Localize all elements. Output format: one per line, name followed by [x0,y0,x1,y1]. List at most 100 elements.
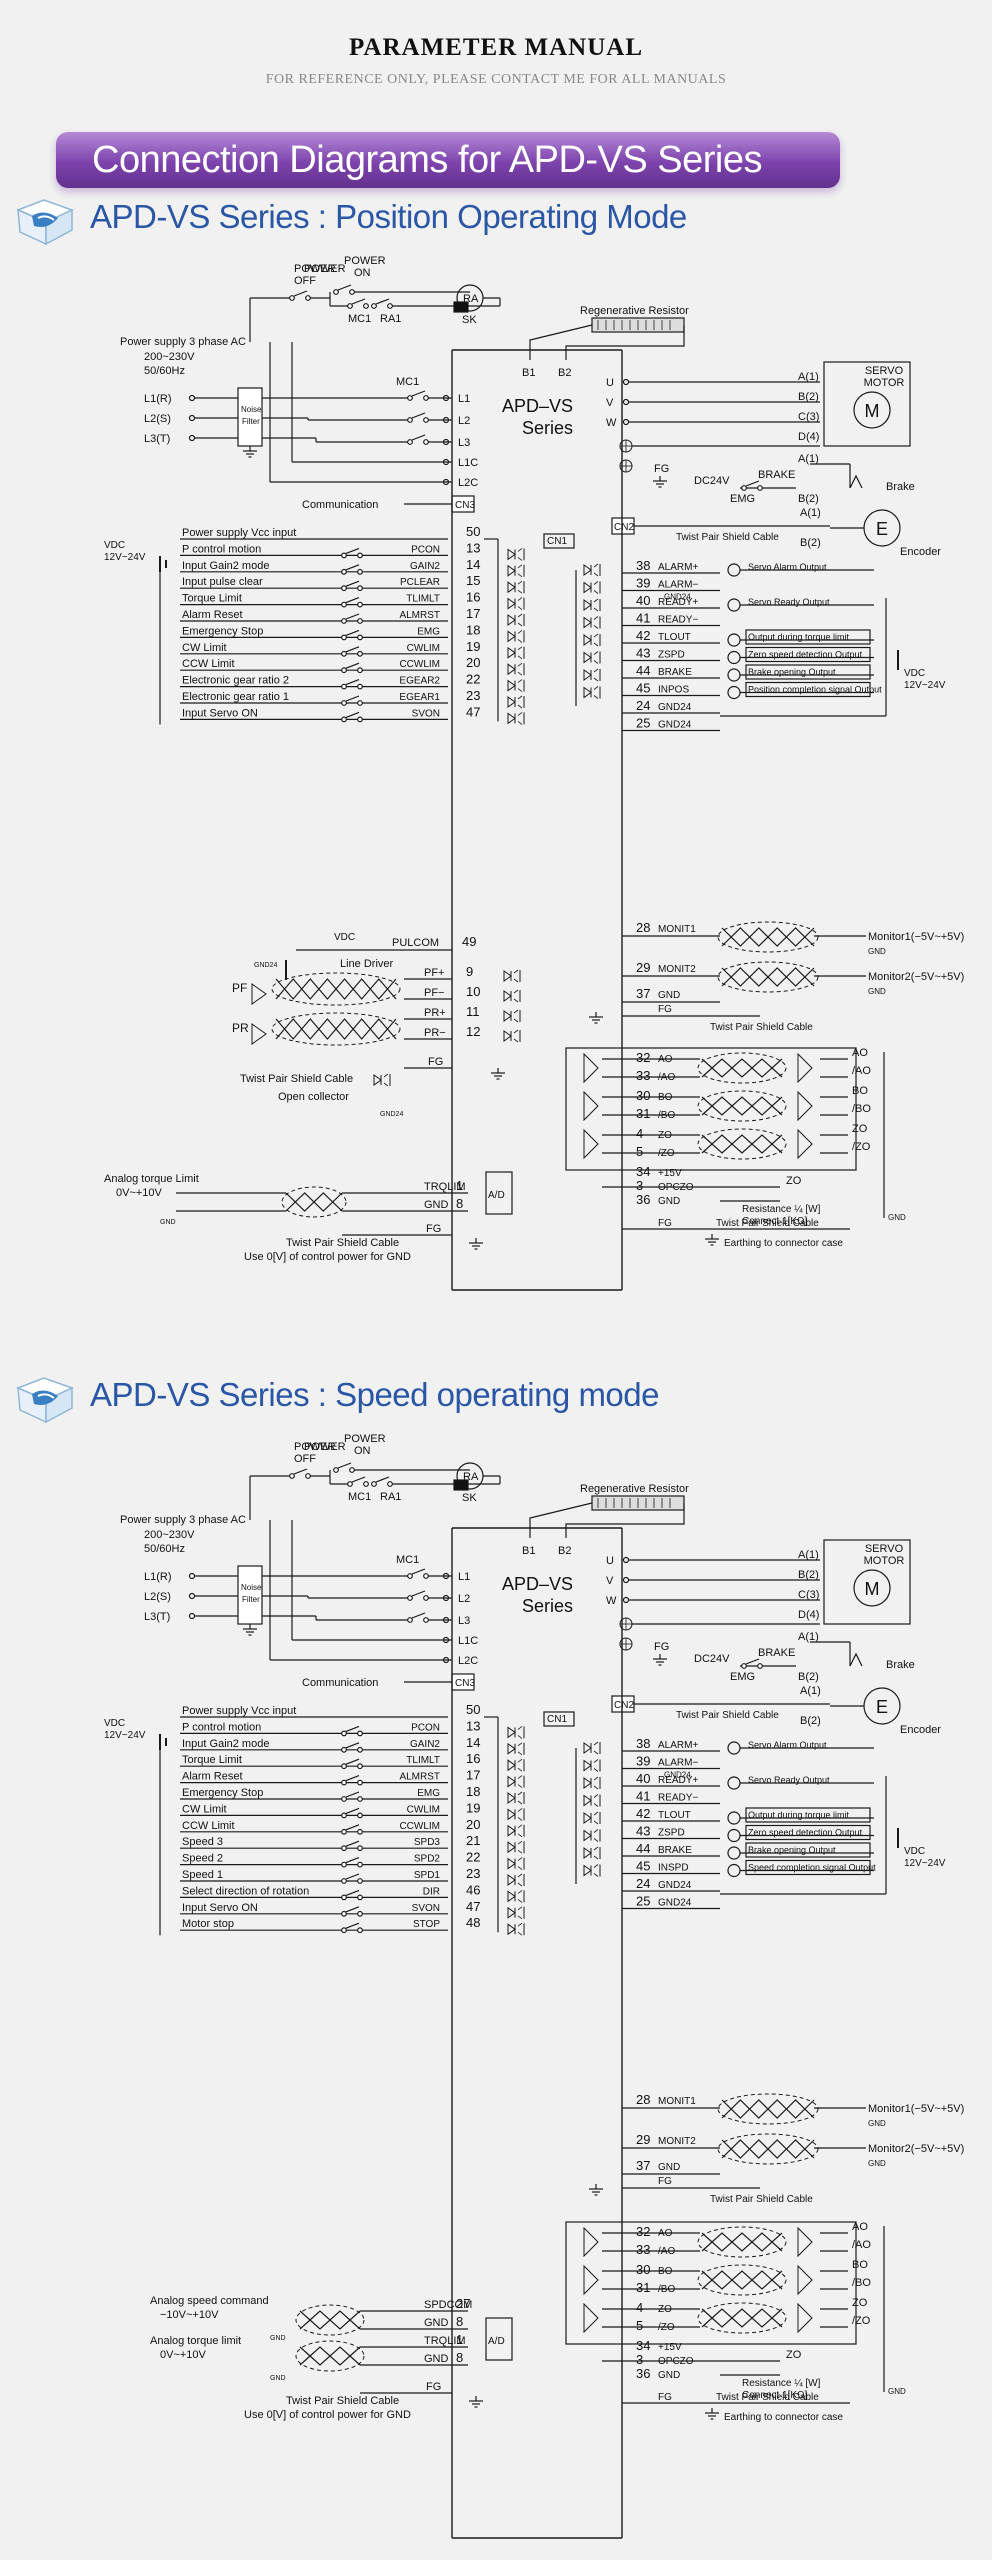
input-signal: TLIMLT [406,594,440,605]
b1-label: B1 [522,1545,535,1557]
optocoupler-icon [593,1873,599,1877]
noise-filter-box [237,387,263,447]
line-receiver-icon [797,1128,813,1160]
optocoupler-icon [517,573,523,578]
encoder-out-label: /AO [852,1065,871,1077]
surge-killer-icon [453,1479,469,1491]
pr-label: PR [232,1021,249,1035]
optocoupler-icon [593,686,599,690]
line-driver-icon [583,1052,599,1084]
switch-blade [345,1742,360,1749]
cn3-label: CN3 [455,1678,475,1689]
optocoupler-icon [517,1817,523,1821]
output-signal: ALARM+ [658,1740,698,1751]
input-pin: 14 [466,1735,480,1750]
input-signal: PCLEAR [400,577,440,588]
output-terminal [622,378,630,386]
contact-icon [357,1746,363,1753]
contact-icon [357,585,363,592]
optocoupler-icon [593,1759,599,1763]
cable-shield [271,972,401,1006]
output-pin: 39 [636,576,650,591]
banner-title: Connection Diagrams for APD-VS Series [92,139,763,181]
contact-icon [423,1573,429,1579]
power-terminal [442,1572,450,1580]
encoder-out-pin: 3 [636,1178,643,1193]
mc1-label: MC1 [396,1554,419,1566]
dc24v-label: DC24V [694,475,730,487]
ad-converter-box [485,1171,513,1215]
motor-pin-label: D(4) [798,1609,819,1621]
zo-label: ZO [786,1175,802,1187]
optocoupler-icon [583,669,592,681]
emg-label: EMG [730,493,755,505]
input-signal: EGEAR1 [399,692,440,703]
input-pin: 13 [466,1718,480,1733]
terminal-label: L2C [458,1655,478,1667]
contact-icon [341,1894,347,1901]
optocoupler-icon [593,677,599,682]
monitor-signal: MONIT1 [658,2096,696,2107]
optocoupler-icon [513,1018,519,1023]
optocoupler-icon [593,625,599,629]
power-terminal [442,478,450,486]
optocoupler-icon [517,1791,523,1796]
terminal-label: L1 [458,1571,470,1583]
twist-cable-label: Twist Pair Shield Cable [716,2392,819,2403]
cn3-label: CN3 [455,500,475,511]
motor-pin-label: B(2) [798,1569,819,1581]
input-pin: 18 [466,1784,480,1799]
output-relay-icon [727,1863,741,1878]
contact-icon [423,417,429,423]
switch-blade [345,1807,360,1814]
monitor-signal: MONIT2 [658,2136,696,2147]
communication-label: Communication [302,1677,378,1689]
output-description-box [745,1859,871,1876]
vdc-label: VDC [104,1718,125,1729]
analog-twisted-pair [299,2310,361,2330]
input-label: P control motion [182,543,261,555]
input-signal: EMG [417,626,440,637]
power-terminal [442,394,450,402]
optocoupler-icon [583,1777,592,1789]
output-pin: 42 [636,628,650,643]
analog-pin: 8 [456,2314,463,2329]
power-off-label: POWER [304,263,346,275]
contact-icon [357,667,363,674]
output-signal: TLOUT [658,1810,691,1821]
encoder-label: Encoder [900,1724,941,1736]
contact-icon [357,1845,363,1852]
regen-wire [529,1502,593,1538]
gnd24-label: GND24 [380,1111,403,1118]
optocoupler-icon [517,646,523,651]
output-terminal [622,1556,630,1564]
input-pin: 23 [466,688,480,703]
output-signal: GND24 [658,720,692,731]
monitor-label: Monitor1(−5V~+5V) [868,2103,964,2115]
pulcom-signal: PULCOM [392,937,439,949]
optocoupler-icon [517,1775,523,1779]
cn1-label: CN1 [547,1714,567,1725]
resistance-label: Resistance ¼ [W] [742,1203,821,1215]
fg-label: FG [658,1004,672,1015]
optocoupler-icon [507,1890,516,1903]
optocoupler-icon [517,1915,523,1920]
contact-icon [341,700,347,706]
output-description: Brake opening Output [748,667,836,677]
encoder-out-pin: 34 [636,2338,650,2353]
encoder-out-pin: 33 [636,2242,650,2257]
output-signal: INSPD [658,1863,689,1874]
encoder-pin-label: A(1) [800,1685,821,1697]
optocoupler-icon [383,1073,389,1078]
contact-icon [333,289,339,295]
twist-cable-label: Twist Pair Shield Cable [676,532,779,543]
switch-blade [411,412,426,419]
optocoupler-icon [517,1808,523,1812]
switch-blade [745,1658,760,1665]
pulse-signal: PF− [424,987,444,999]
monitor-gnd-label: GND [868,947,886,956]
phase-terminal [188,1572,196,1580]
terminal-label: L2 [458,1593,470,1605]
optocoupler-icon [593,1820,599,1825]
encoder-out-pin: 5 [636,1144,643,1159]
